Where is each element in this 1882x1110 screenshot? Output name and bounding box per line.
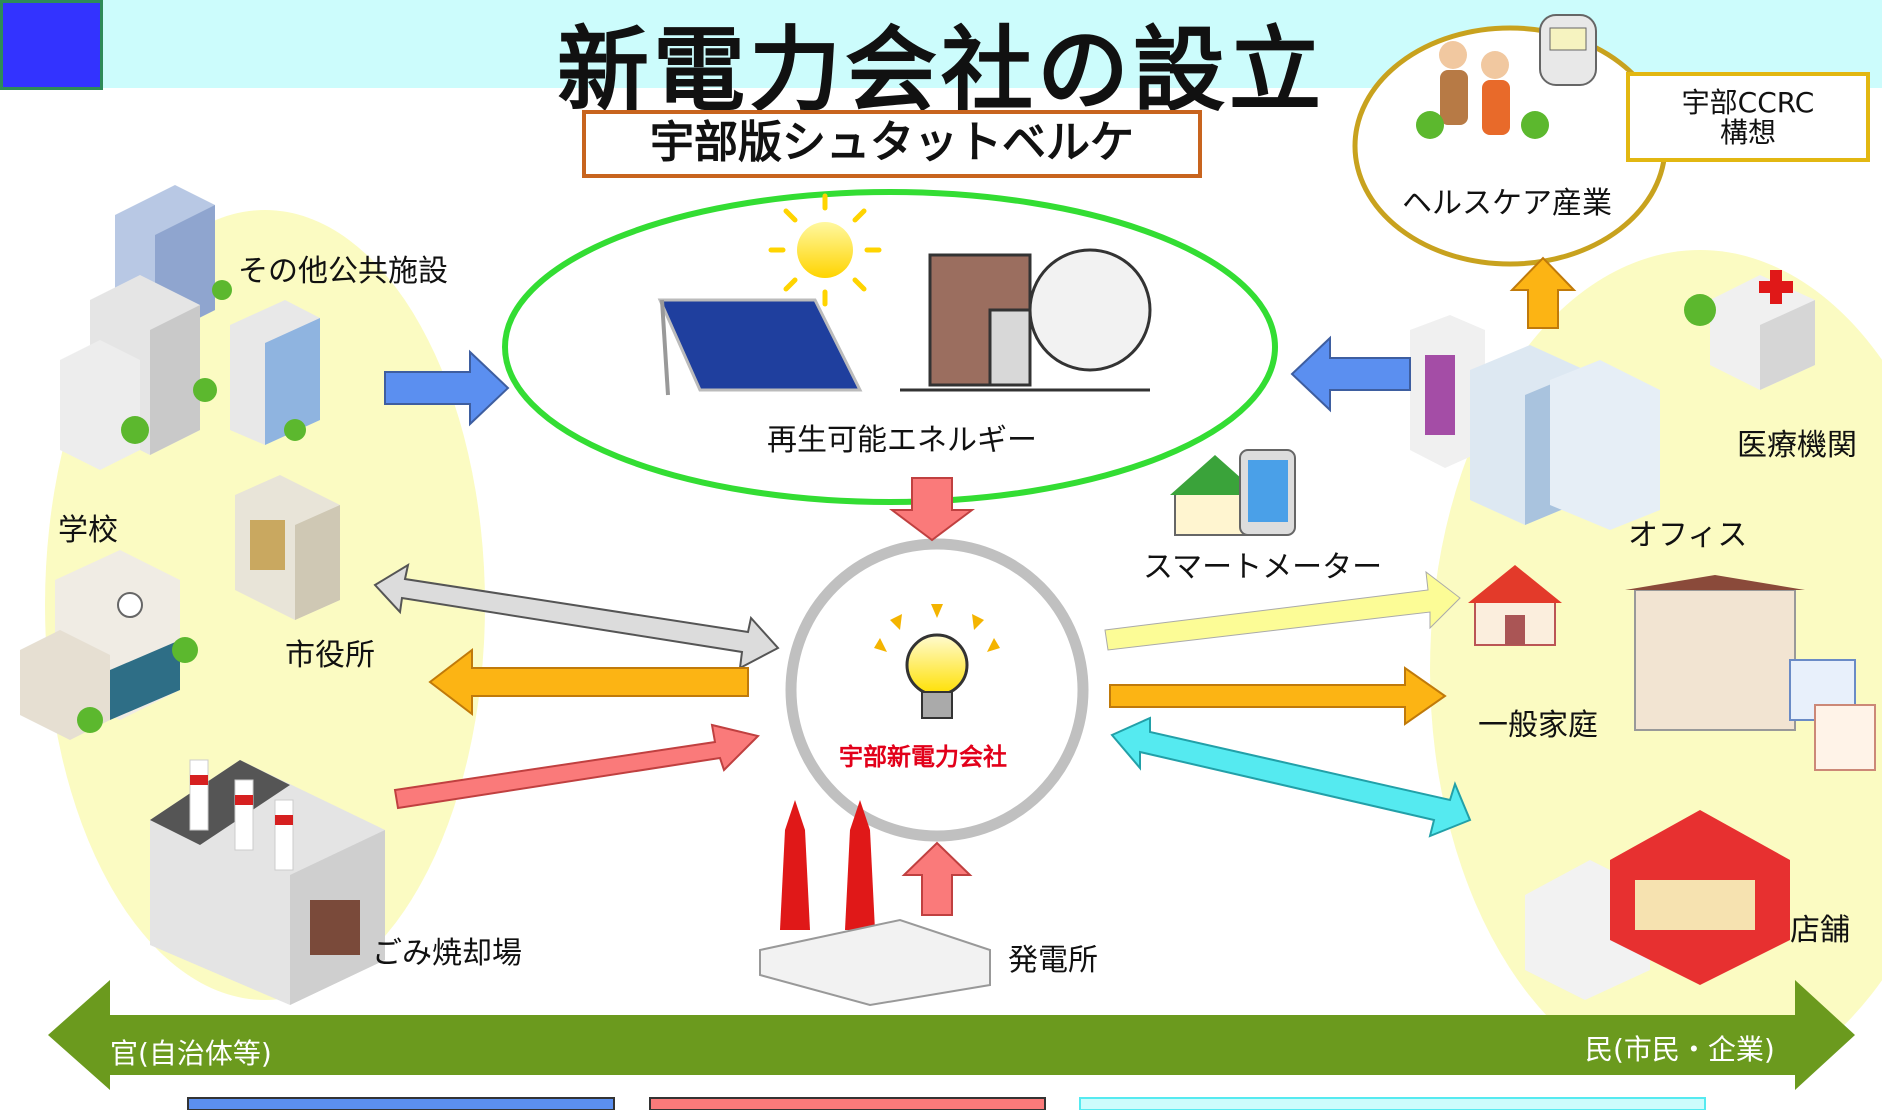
label-renewable: 再生可能エネルギー bbox=[767, 423, 1037, 458]
label-household: 一般家庭 bbox=[1478, 708, 1598, 743]
label-power-plant: 発電所 bbox=[1008, 943, 1098, 978]
power-plant-icon bbox=[759, 800, 991, 1007]
city-hall-icon bbox=[235, 475, 340, 620]
subtitle-box: 宇部版シュタットベルケ bbox=[582, 110, 1202, 178]
label-city-hall: 市役所 bbox=[285, 638, 375, 673]
legend-swatch-blue bbox=[187, 1097, 615, 1110]
solar-panel-icon bbox=[657, 298, 863, 396]
band-label-public: 官(自治体等) bbox=[110, 1037, 272, 1070]
ccrc-box: 宇部CCRC 構想 bbox=[1626, 72, 1870, 162]
shop-icon bbox=[1525, 810, 1790, 1000]
elderly-people-icon bbox=[1416, 41, 1549, 139]
label-smart-meter: スマートメーター bbox=[1143, 550, 1383, 585]
arrow-cityhall-company bbox=[373, 562, 780, 670]
arrow-plant-to-company bbox=[901, 841, 973, 916]
school-icon bbox=[20, 550, 198, 740]
smart-meter-icon bbox=[1170, 449, 1296, 536]
label-office: オフィス bbox=[1628, 518, 1748, 553]
office-building-icon bbox=[60, 185, 320, 470]
label-medical: 医療機関 bbox=[1737, 428, 1857, 463]
ccrc-line1: 宇部CCRC bbox=[1681, 86, 1815, 119]
legend-swatch-pink bbox=[649, 1097, 1046, 1110]
label-school: 学校 bbox=[58, 513, 118, 548]
arrow-to-healthcare bbox=[1509, 256, 1577, 329]
biomass-tank-icon bbox=[900, 248, 1152, 392]
arrow-company-to-household bbox=[1104, 570, 1461, 651]
arrow-company-store bbox=[1110, 716, 1472, 838]
legend-swatch-cyan bbox=[1079, 1097, 1706, 1110]
public-private-band bbox=[48, 980, 1855, 1090]
label-company: 宇部新電力会社 bbox=[839, 743, 1007, 771]
office-building-icon bbox=[1410, 315, 1660, 530]
corner-marker bbox=[0, 0, 103, 90]
house-icon bbox=[1468, 565, 1562, 646]
label-healthcare: ヘルスケア産業 bbox=[1402, 186, 1612, 221]
hospital-icon bbox=[1684, 270, 1815, 390]
ccrc-line2: 構想 bbox=[1719, 116, 1776, 149]
arrow-office-to-renewable bbox=[1290, 335, 1411, 413]
arrow-incinerator-to-company bbox=[393, 723, 760, 810]
arrow-company-to-private bbox=[1109, 666, 1447, 726]
label-store: 店舗 bbox=[1790, 913, 1850, 948]
light-bulb-icon bbox=[874, 604, 1000, 719]
arrow-public-to-renewable bbox=[384, 349, 510, 427]
label-incinerator: ごみ焼却場 bbox=[372, 936, 522, 971]
incinerator-icon bbox=[150, 759, 385, 1005]
label-other-public: その他公共施設 bbox=[238, 254, 448, 289]
arrow-renewable-to-company bbox=[889, 477, 975, 542]
pedometer-icon bbox=[1539, 14, 1597, 86]
band-label-private: 民(市民・企業) bbox=[1585, 1033, 1775, 1066]
sun-icon bbox=[768, 193, 882, 307]
house-icon bbox=[1625, 575, 1876, 771]
arrow-company-to-cityhall bbox=[428, 647, 749, 717]
page-title: 新電力会社の設立 bbox=[556, 17, 1325, 124]
